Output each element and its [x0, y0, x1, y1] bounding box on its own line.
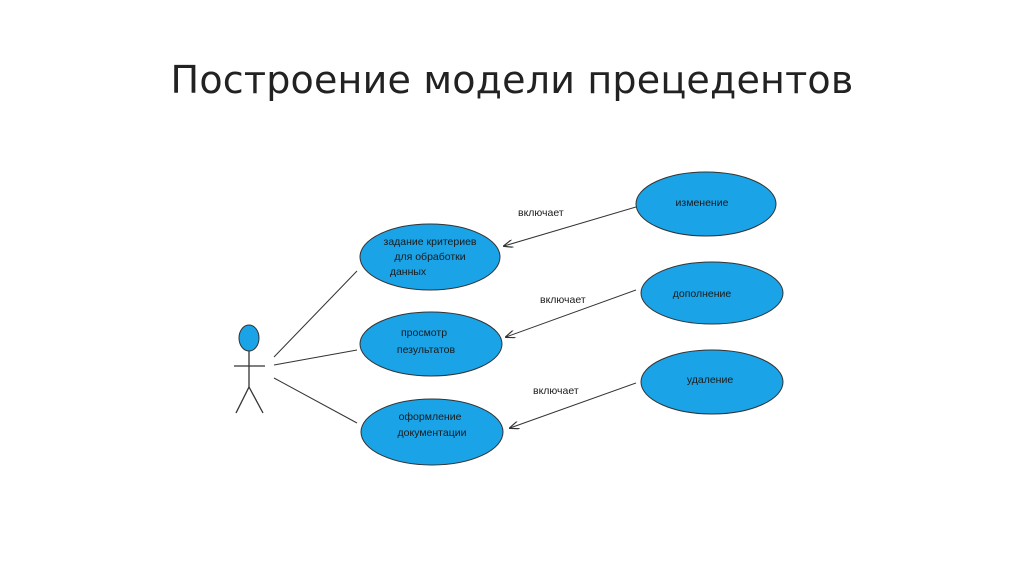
- include-label: включает: [540, 294, 586, 306]
- use-case-criteria: задание критериев для обработки данных: [359, 223, 501, 291]
- use-case-label: оформление: [399, 411, 462, 423]
- use-case-label: документации: [398, 427, 467, 439]
- use-case-label: пезультатов: [397, 344, 456, 356]
- include-arrow-delete: [510, 382, 637, 428]
- use-case-label: просмотр: [401, 327, 447, 339]
- include-arrow-add: [506, 289, 637, 337]
- use-case-label: удаление: [687, 374, 733, 386]
- actor-icon: [234, 324, 265, 414]
- use-case-change: изменение: [635, 171, 777, 237]
- use-case-label: данных: [390, 266, 427, 278]
- use-case-delete: удаление: [640, 349, 784, 415]
- include-arrow-change: [504, 206, 637, 246]
- use-case-docs: оформление документации: [360, 398, 504, 466]
- use-case-add: дополнение: [640, 261, 784, 325]
- use-case-label: дополнение: [673, 288, 732, 300]
- use-case-label: задание критериев: [384, 236, 477, 248]
- include-label: включает: [518, 207, 564, 219]
- use-case-label: для обработки: [394, 251, 465, 263]
- use-case-view: просмотр пезультатов: [359, 311, 503, 377]
- include-label: включает: [533, 385, 579, 397]
- association-line-docs: [273, 377, 358, 424]
- association-line-view: [273, 349, 358, 366]
- slide-title: Построение модели прецедентов: [170, 58, 854, 102]
- association-line-criteria: [273, 270, 358, 358]
- use-case-label: изменение: [676, 197, 729, 209]
